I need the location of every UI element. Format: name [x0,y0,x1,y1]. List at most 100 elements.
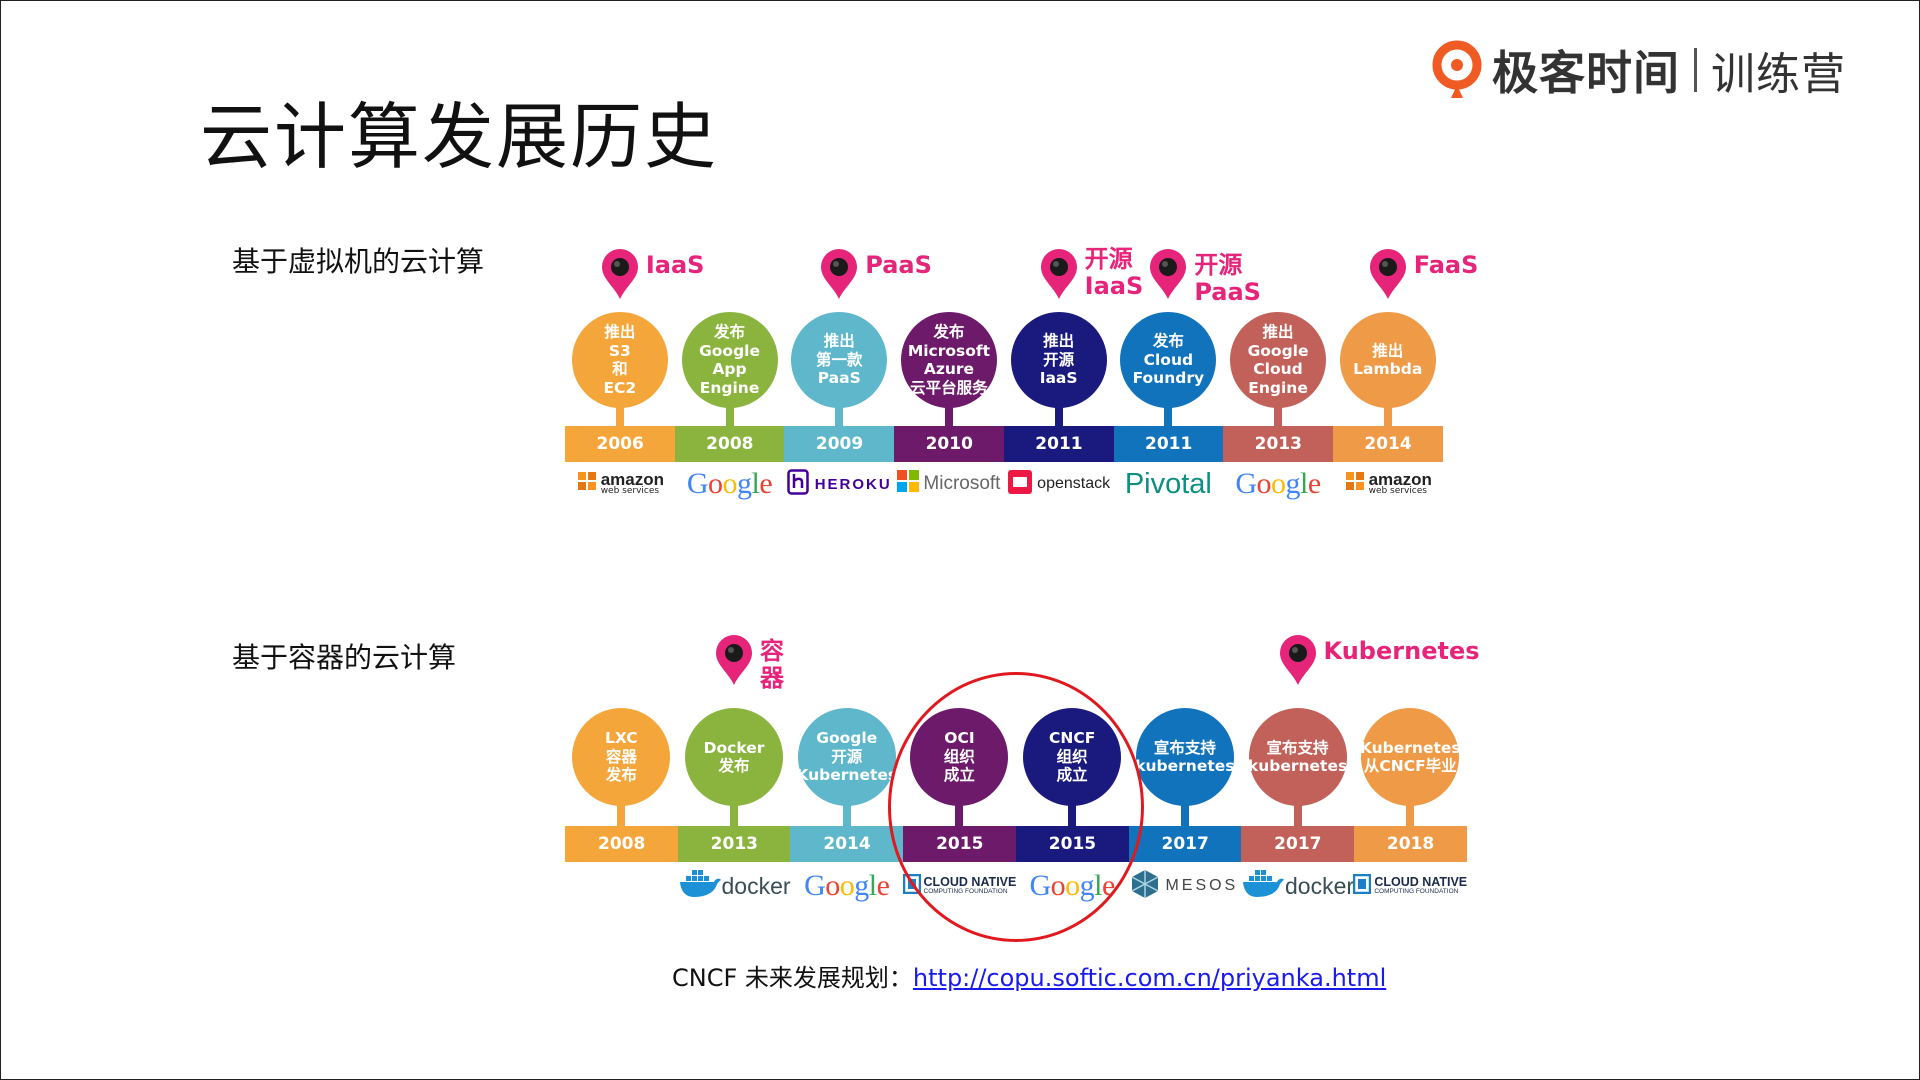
year-label: 2006 [596,434,644,454]
heroku-logo: HEROKU [780,464,898,504]
location-pin-icon [601,249,638,299]
page-title: 云计算发展历史 [200,95,719,179]
microsoft-logo-text: Microsoft [923,473,1001,494]
location-pin-icon [716,635,753,685]
milestone-stem [725,406,734,428]
brand-divider [1694,48,1697,92]
cncf-icon [1353,873,1372,898]
mesos-icon [1131,869,1159,904]
milestone-stem [842,804,851,828]
year-cell: 2018 [1353,826,1468,862]
year-cell: 2014 [790,826,904,862]
microsoft-logo: Microsoft [890,464,1008,504]
mesos-logo: MESOS [1125,866,1246,906]
milestone-stem [1054,406,1063,428]
location-pin-icon [1040,249,1077,299]
year-cell: 2013 [1223,426,1334,462]
cncf-subtext: COMPUTING FOUNDATION [1374,888,1459,895]
year-cell: 2011 [1113,426,1224,462]
location-pin-icon [1279,635,1316,685]
milestone-stem [1164,406,1173,428]
heroku-icon [786,469,809,499]
section-container-label: 基于容器的云计算 [232,641,457,674]
aws-cubes-icon [576,470,598,498]
brand-name: 极客时间 [1492,46,1680,100]
year-label: 2011 [1035,434,1083,454]
openstack-logo-text: openstack [1037,475,1111,492]
year-label: 2010 [925,434,973,454]
year-label: 2011 [1144,434,1193,454]
aws-subtext: web services [600,486,660,496]
milestone-stem [1180,804,1189,828]
location-pin-icon [1150,249,1187,299]
section-vm-label: 基于虚拟机的云计算 [232,245,485,278]
pin-label: PaaS [865,251,932,279]
footer-label: CNCF 未来发展规划： [672,964,913,992]
pivotal-logo-text: Pivotal [1124,467,1212,500]
google-logo: Google [671,464,789,504]
milestone-stem [1406,804,1415,828]
brand-subtitle: 训练营 [1711,49,1846,100]
docker-logo: docker [674,866,795,906]
cncf-plan-link[interactable]: http://copu.softic.com.cn/priyanka.html [912,964,1387,992]
milestone-stem [835,406,844,428]
milestone-stem [1293,804,1302,828]
milestone-stem [617,804,626,828]
pin-label: 容器 [760,637,785,692]
year-label: 2009 [815,434,864,454]
docker-logo-text: docker [1285,872,1355,899]
openstack-logo: openstack [1000,464,1118,504]
year-cell: 2013 [677,826,791,862]
pivotal-logo: Pivotal [1110,464,1228,504]
footer-note: CNCF 未来发展规划：http://copu.softic.com.cn/pr… [672,958,1386,993]
year-label: 2014 [1364,434,1412,454]
aws-cubes-icon [1344,470,1366,498]
openstack-icon [1007,469,1033,500]
docker-whale-icon [1241,868,1285,904]
milestone-stem [730,804,739,828]
mesos-logo-text: MESOS [1165,877,1239,894]
google-logo-text: Google [686,467,773,500]
year-label: 2008 [597,834,646,854]
google-logo: Google [786,866,907,906]
geektime-logo-icon [1432,40,1482,98]
aws-subtext: web services [1368,486,1427,496]
pin-label: Kubernetes [1323,637,1480,665]
year-cell: 2009 [784,426,895,462]
docker-whale-icon [678,868,722,904]
location-pin-icon [1369,249,1406,299]
highlight-circle [888,672,1144,942]
year-cell: 2017 [1128,826,1242,862]
docker-logo: docker [1237,866,1358,906]
location-pin-icon [821,249,858,299]
year-cell: 2006 [565,426,676,462]
year-cell: 2014 [1332,426,1444,462]
aws-wordmark: amazon [1368,470,1432,489]
year-label: 2017 [1274,834,1322,854]
aws-wordmark: amazon [600,470,664,489]
brand-logo-group: 极客时间 训练营 [1430,40,1846,100]
